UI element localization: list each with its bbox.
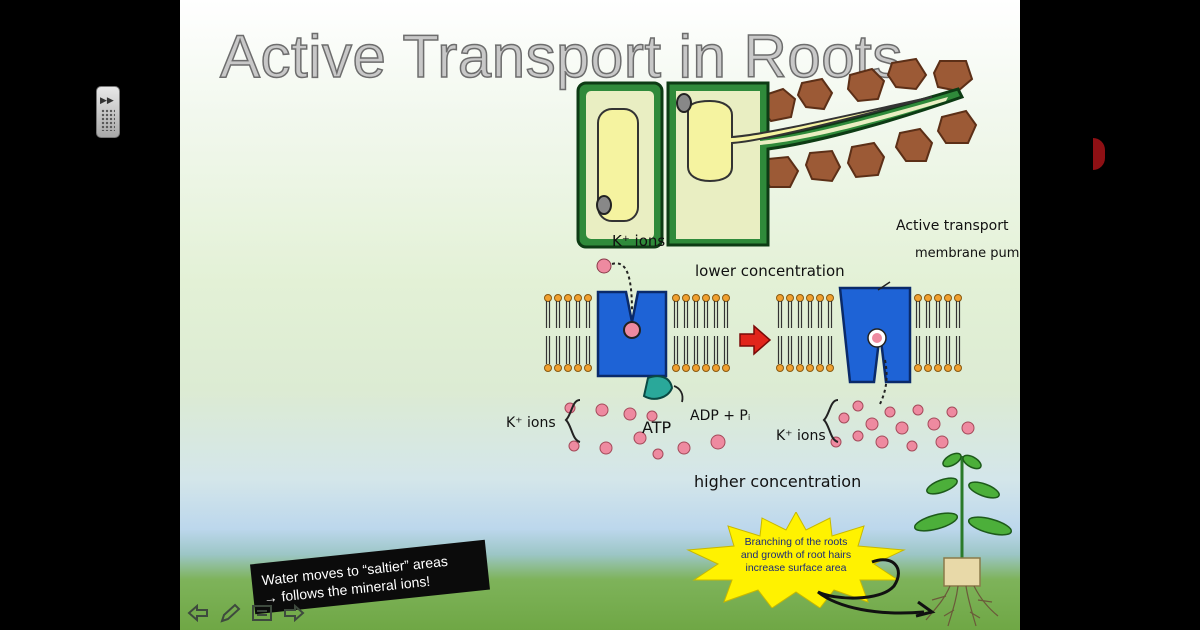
callout-line-1: Branching of the roots [744, 536, 848, 548]
arrow-left-icon[interactable] [186, 602, 210, 624]
label-k-ions-top: K⁺ ions [612, 232, 666, 250]
callout-line-2: and growth of root hairs [740, 549, 852, 561]
membrane-pump-diagram [543, 258, 975, 460]
label-higher-concentration: higher concentration [694, 472, 862, 491]
slideshow-toolbar [186, 602, 306, 624]
callout-arrow [817, 558, 936, 618]
label-k-ions-right: K⁺ ions [776, 428, 826, 444]
arrow-right-icon[interactable] [282, 602, 306, 624]
callout-starburst: Branching of the roots and growth of roo… [678, 512, 914, 608]
plant-illustration [913, 452, 1013, 627]
label-adp-pi: ADP + Pᵢ [690, 408, 751, 424]
callout-text: Branching of the roots and growth of roo… [718, 536, 874, 575]
label-lower-concentration: lower concentration [695, 262, 845, 280]
label-atp: ATP [642, 418, 672, 437]
label-membrane-pump: membrane pump [915, 246, 1020, 261]
callout-line-3: increase surface area [745, 562, 847, 574]
record-indicator-icon [1093, 138, 1105, 170]
label-active-transport: Active transport [896, 218, 1009, 234]
root-cells-illustration [576, 57, 978, 249]
label-k-ions-left: K⁺ ions [506, 415, 556, 431]
pen-icon[interactable] [218, 602, 242, 624]
remote-control-icon[interactable]: ▶▶ [96, 86, 120, 138]
slide-title: Active Transport in Roots [219, 22, 903, 91]
presentation-slide: Active Transport in Roots [180, 0, 1020, 630]
menu-icon[interactable] [250, 602, 274, 624]
